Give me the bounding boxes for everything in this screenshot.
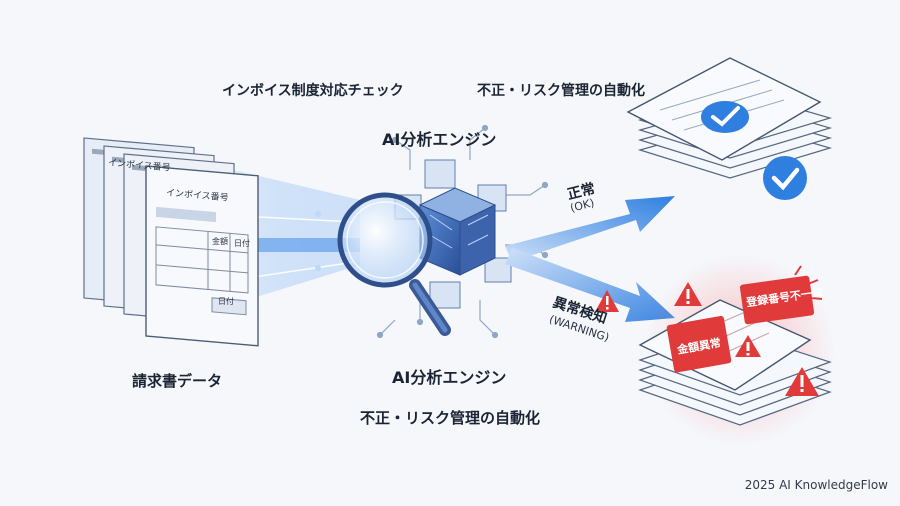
credit-text: 2025 AI KnowledgeFlow — [744, 478, 888, 492]
warning-icon — [735, 335, 761, 357]
engine-title-top: AI分析エンジン — [382, 130, 497, 149]
ok-arrow — [505, 196, 675, 262]
front-invoice-document — [145, 165, 259, 347]
doc-col-date: 日付 — [234, 239, 250, 248]
invoice-document-stack — [83, 137, 259, 347]
warning-icon — [674, 282, 702, 306]
fraud-automation-label: 不正・リスク管理の自動化 — [477, 83, 645, 99]
input-caption: 請求書データ — [132, 372, 223, 390]
engine-subtitle-bottom: 不正・リスク管理の自動化 — [360, 409, 541, 427]
ok-document-stack — [626, 57, 833, 179]
warning-icon — [595, 290, 619, 312]
invoice-check-label: インボイス制度対応チェック — [222, 83, 404, 99]
doc-footer-date: 日付 — [218, 297, 234, 306]
warning-icon — [785, 367, 819, 396]
warning-arrow — [505, 248, 675, 322]
doc-col-amount: 金額 — [212, 237, 228, 246]
ok-check-icon — [763, 156, 807, 200]
engine-title-bottom: AI分析エンジン — [392, 368, 507, 387]
magnifier-icon — [337, 192, 451, 336]
alert-rays — [794, 265, 823, 300]
